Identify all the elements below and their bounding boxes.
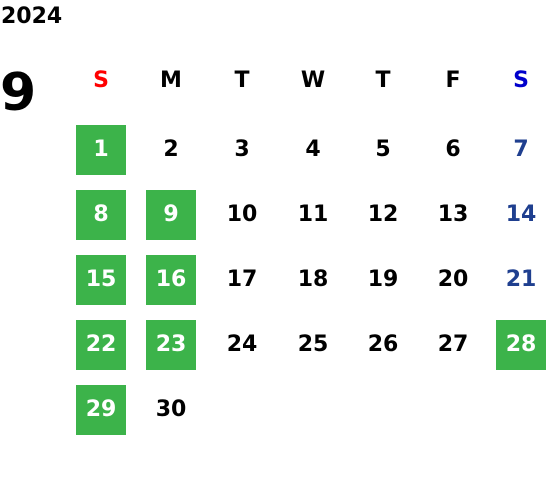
day-cell-4[interactable]: 4 <box>305 137 321 162</box>
day-cell-20[interactable]: 20 <box>437 267 469 292</box>
weekday-header-sat: S <box>513 68 529 93</box>
day-cell-25[interactable]: 25 <box>297 332 329 357</box>
day-cell-19[interactable]: 19 <box>367 267 399 292</box>
day-cell-21[interactable]: 21 <box>505 267 537 292</box>
day-cell-13[interactable]: 13 <box>437 202 469 227</box>
weekday-header-sun: S <box>93 68 109 93</box>
day-cell-23[interactable]: 23 <box>146 320 196 370</box>
day-cell-14[interactable]: 14 <box>505 202 537 227</box>
day-cell-8[interactable]: 8 <box>76 190 126 240</box>
day-cell-24[interactable]: 24 <box>226 332 258 357</box>
day-cell-10[interactable]: 10 <box>226 202 258 227</box>
day-cell-3[interactable]: 3 <box>234 137 250 162</box>
day-cell-12[interactable]: 12 <box>367 202 399 227</box>
day-cell-7[interactable]: 7 <box>513 137 529 162</box>
weekday-header-mon: M <box>160 68 182 93</box>
day-cell-16[interactable]: 16 <box>146 255 196 305</box>
weekday-header-wed: W <box>300 68 326 93</box>
day-cell-5[interactable]: 5 <box>375 137 391 162</box>
day-cell-15[interactable]: 15 <box>76 255 126 305</box>
day-cell-1[interactable]: 1 <box>76 125 126 175</box>
day-cell-9[interactable]: 9 <box>146 190 196 240</box>
month-number: 9 <box>0 63 37 123</box>
day-cell-30[interactable]: 30 <box>155 397 187 422</box>
day-cell-2[interactable]: 2 <box>163 137 179 162</box>
day-cell-17[interactable]: 17 <box>226 267 258 292</box>
year-label: 2024 <box>1 4 63 29</box>
weekday-header-fri: F <box>445 68 461 93</box>
day-cell-18[interactable]: 18 <box>297 267 329 292</box>
day-cell-6[interactable]: 6 <box>445 137 461 162</box>
day-cell-28[interactable]: 28 <box>496 320 546 370</box>
day-cell-27[interactable]: 27 <box>437 332 469 357</box>
day-cell-11[interactable]: 11 <box>297 202 329 227</box>
day-cell-22[interactable]: 22 <box>76 320 126 370</box>
weekday-header-thu: T <box>375 68 391 93</box>
weekday-header-tue: T <box>234 68 250 93</box>
day-cell-29[interactable]: 29 <box>76 385 126 435</box>
day-cell-26[interactable]: 26 <box>367 332 399 357</box>
